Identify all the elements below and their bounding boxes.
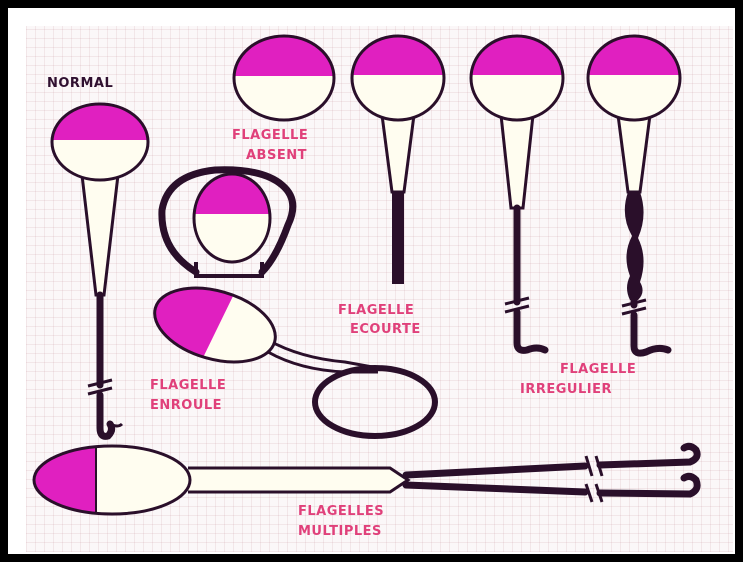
label-enroule-line1: FLAGELLE: [150, 378, 226, 394]
neck: [188, 468, 408, 492]
label-enroule-line2: ENROULE: [150, 398, 222, 414]
sperm-absent-flagellum: [230, 30, 340, 120]
midpiece: [501, 115, 533, 208]
lower-flagellum: [406, 476, 697, 494]
label-absent-line1: FLAGELLE: [232, 128, 308, 144]
sperm-irregular-flagellum-1: [468, 30, 568, 350]
label-irregulier-line2: IRREGULIER: [520, 382, 612, 398]
sperm-normal: [50, 100, 150, 436]
label-absent-line2: ABSENT: [246, 148, 307, 164]
label-irregulier-line1: FLAGELLE: [560, 362, 636, 378]
sperm-coiled-around-head: [162, 170, 293, 276]
midpiece: [618, 115, 650, 192]
tail-loop: [315, 368, 435, 436]
label-ecourte-line1: FLAGELLE: [338, 303, 414, 319]
irregular-tail: [625, 192, 644, 300]
label-multiples-line1: FLAGELLES: [298, 504, 384, 520]
midpiece: [382, 115, 414, 192]
sperm-short-flagellum: [350, 30, 450, 284]
short-tail: [392, 192, 404, 284]
acrosome: [50, 100, 150, 140]
label-ecourte-line2: ECOURTE: [350, 322, 421, 338]
tail: [517, 208, 545, 350]
upper-flagellum: [406, 446, 697, 475]
label-multiples-line2: MULTIPLES: [298, 524, 382, 540]
tail: [100, 295, 112, 436]
label-normal: NORMAL: [47, 76, 113, 92]
midpiece: [82, 175, 118, 295]
neck: [268, 340, 378, 368]
sperm-irregular-flagellum-2: [585, 30, 685, 353]
